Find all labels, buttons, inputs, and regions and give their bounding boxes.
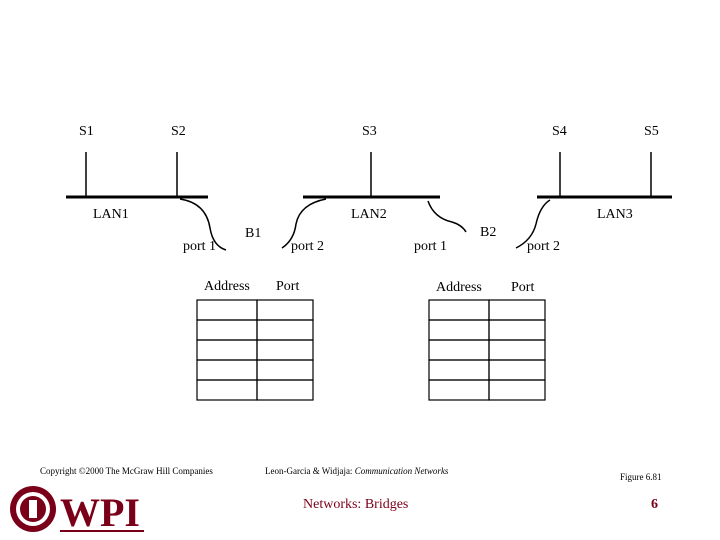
b1-forwarding-table	[196, 299, 314, 401]
bridge-b2-label: B2	[480, 225, 497, 240]
b1-table-address-cell	[196, 359, 258, 381]
b1-table-port-cell	[256, 319, 314, 341]
b1-port1-label: port 1	[183, 239, 217, 254]
b1-table-port-cell	[256, 299, 314, 321]
b1-table-address-cell	[196, 319, 258, 341]
station-s5-label: S5	[644, 124, 659, 139]
citation-title: Communication Networks	[354, 466, 449, 476]
b2-forwarding-table	[428, 299, 546, 401]
b2-table-port-cell	[488, 379, 546, 401]
b2-table-address-cell	[428, 339, 490, 361]
b2-table-address-cell	[428, 359, 490, 381]
b1-port2-link	[281, 198, 327, 249]
lan1-label: LAN1	[93, 207, 129, 222]
b2-table-header-address: Address	[436, 280, 482, 295]
b2-table-address-cell	[428, 319, 490, 341]
b1-port2-label: port 2	[291, 239, 325, 254]
b2-table-port-cell	[488, 319, 546, 341]
station-s2-label: S2	[171, 124, 186, 139]
bridge-b1-label: B1	[245, 226, 262, 241]
wpi-logo: WPI	[8, 484, 148, 539]
station-s4-label: S4	[552, 124, 567, 139]
slide-subtitle: Networks: Bridges	[303, 497, 409, 512]
b2-table-port-cell	[488, 359, 546, 381]
b1-table-header-port: Port	[276, 279, 300, 294]
b1-table-header-address: Address	[204, 279, 250, 294]
b2-port2-label: port 2	[527, 239, 561, 254]
b2-port1-label: port 1	[414, 239, 448, 254]
b1-table-address-cell	[196, 299, 258, 321]
citation: Leon-Garcia & Widjaja: Communication Net…	[265, 467, 448, 476]
b1-table-address-cell	[196, 379, 258, 401]
b1-table-port-cell	[256, 339, 314, 361]
b2-table-port-cell	[488, 339, 546, 361]
b2-table-port-cell	[488, 299, 546, 321]
b1-table-port-cell	[256, 379, 314, 401]
b2-table-header-port: Port	[511, 280, 535, 295]
b1-table-port-cell	[256, 359, 314, 381]
wpi-logo-text: WPI	[60, 490, 140, 534]
copyright-text: Copyright ©2000 The McGraw Hill Companie…	[40, 466, 213, 476]
lan2-label: LAN2	[351, 207, 387, 222]
station-s1-label: S1	[79, 124, 94, 139]
figure-number: Figure 6.81	[620, 472, 662, 482]
citation-authors: Leon-Garcia & Widjaja:	[265, 466, 353, 476]
b2-port1-link	[427, 200, 467, 233]
station-s3-label: S3	[362, 124, 377, 139]
b1-table-address-cell	[196, 339, 258, 361]
lan3-label: LAN3	[597, 207, 633, 222]
page-number: 6	[651, 497, 658, 512]
b2-port2-link	[515, 199, 551, 249]
b2-table-address-cell	[428, 299, 490, 321]
b2-table-address-cell	[428, 379, 490, 401]
b1-port1-link	[179, 198, 227, 251]
